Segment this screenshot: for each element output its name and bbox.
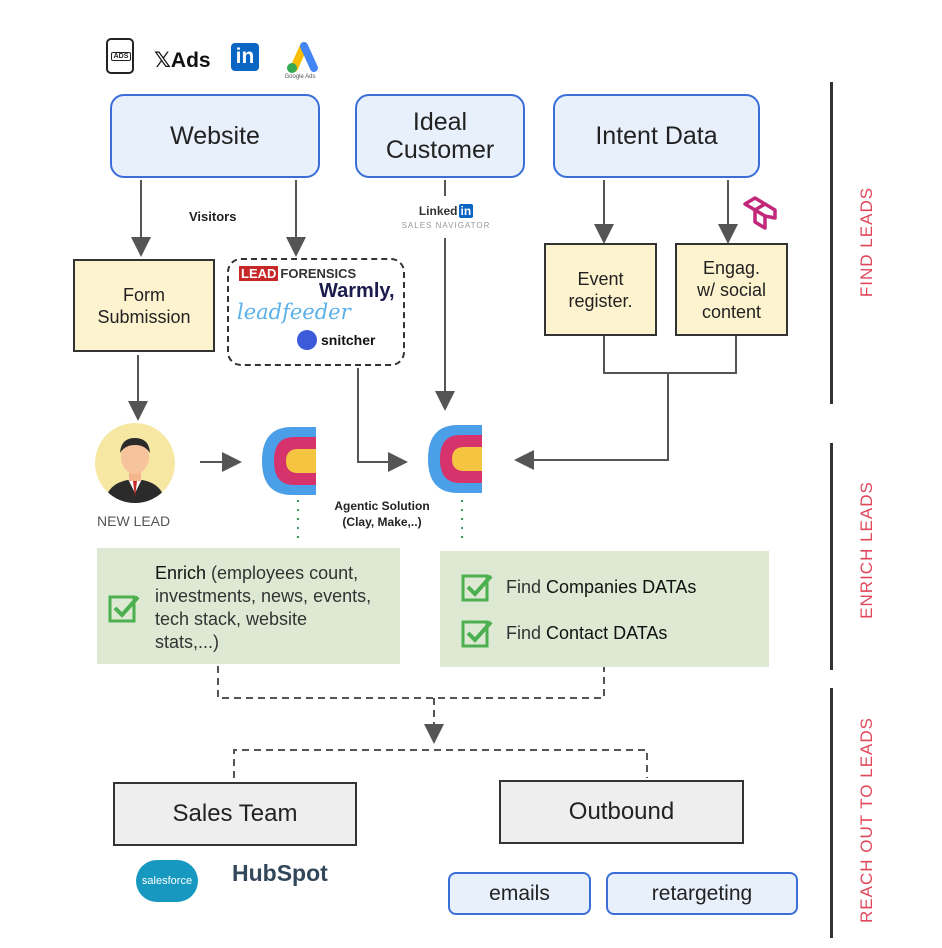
check-icon: [461, 620, 493, 648]
new-lead-label: NEW LEAD: [97, 513, 171, 529]
linkedin-logo-label: in: [235, 45, 255, 68]
linkedin-logo: in: [231, 43, 259, 71]
visitors-label: Visitors: [189, 209, 237, 224]
linkedin-nav-in: in: [458, 204, 474, 218]
find-data-box: Find Companies DATAs Find Contact DATAs: [440, 551, 769, 667]
linkedin-nav-subtitle: SALES NAVIGATOR: [401, 221, 491, 230]
find-prefix-1: Find: [506, 577, 547, 597]
form-submission-label-2: Submission: [97, 306, 191, 327]
enrich-text: Enrich (employees count, investments, ne…: [155, 562, 395, 654]
find-companies-text: Find Companies DATAs: [506, 577, 696, 598]
google-ads-icon: [287, 42, 318, 73]
snitcher-logo: snitcher: [297, 330, 375, 350]
x-ads-label: Ads: [170, 49, 211, 72]
lead-forensics-b: FORENSICS: [280, 266, 357, 281]
emails-label: emails: [489, 881, 550, 905]
find-contact-datas: Contact DATAs: [546, 623, 668, 643]
google-ads-label: Google Ads: [284, 74, 316, 80]
intent-data-box: Intent Data: [553, 94, 760, 178]
enrich-line-1: (employees count,: [206, 563, 359, 583]
intent-data-label: Intent Data: [595, 122, 718, 150]
snitcher-icon: [297, 330, 317, 350]
event-register-label-1: Event: [577, 268, 624, 289]
ads-icon-label: ADS: [111, 52, 131, 61]
outbound-box: Outbound: [499, 780, 744, 844]
sales-team-box: Sales Team: [113, 782, 357, 846]
social-tool-icon: [743, 196, 777, 230]
engag-social-box: Engag. w/ social content: [675, 243, 788, 336]
enrich-leads-label: ENRICH LEADS: [857, 481, 876, 619]
lead-forensics-a: LEAD: [239, 266, 279, 281]
engag-label-1: Engag.: [702, 257, 761, 278]
check-icon: [108, 595, 140, 623]
reach-out-bar: [830, 688, 833, 938]
sales-team-label: Sales Team: [172, 800, 298, 827]
enrich-leads-bar: [830, 443, 833, 670]
check-icon: [461, 574, 493, 602]
event-register-box: Event register.: [544, 243, 657, 336]
snitcher-label: snitcher: [321, 332, 376, 348]
enrich-word: Enrich: [155, 563, 207, 583]
retargeting-pill: retargeting: [606, 872, 798, 915]
find-prefix-2: Find: [506, 623, 547, 643]
ads-icon: ADS: [106, 38, 134, 74]
outbound-label: Outbound: [568, 798, 675, 825]
ideal-customer-label-2: Customer: [385, 136, 495, 164]
event-register-label-2: register.: [568, 290, 633, 311]
hubspot-logo: HubSpot: [232, 860, 328, 886]
find-companies-datas: Companies DATAs: [546, 577, 697, 597]
agentic-solution-label: Agentic Solution (Clay, Make,..): [318, 498, 446, 530]
emails-pill: emails: [448, 872, 591, 915]
linkedin-nav-text: Linked: [418, 204, 458, 218]
enrich-line-2: investments, news, events,: [155, 586, 372, 606]
salesforce-logo: salesforce: [136, 860, 198, 902]
warmly-logo: Warmly,: [319, 280, 395, 302]
ideal-customer-label-1: Ideal: [412, 108, 468, 136]
retargeting-label: retargeting: [651, 881, 753, 905]
person-icon: [105, 438, 165, 503]
agentic-label-1: Agentic Solution: [334, 499, 430, 513]
enrich-box: Enrich (employees count, investments, ne…: [97, 548, 400, 664]
agentic-label-2: (Clay, Make,..): [342, 515, 422, 529]
leadfeeder-logo: leadfeeder: [237, 300, 351, 324]
salesforce-label: salesforce: [141, 875, 193, 887]
avatar: [95, 423, 175, 503]
find-leads-label: FIND LEADS: [857, 186, 876, 298]
reach-out-label: REACH OUT TO LEADS: [857, 717, 876, 923]
enrich-line-3: tech stack, website: [155, 609, 308, 629]
form-submission-label-1: Form: [123, 284, 165, 305]
x-icon: 𝕏: [154, 48, 171, 72]
x-ads-logo: 𝕏Ads: [154, 48, 211, 73]
clay-logo-icon-1: [262, 427, 316, 495]
google-ads-logo: Google Ads: [280, 40, 320, 82]
find-contact-text: Find Contact DATAs: [506, 623, 667, 644]
find-leads-bar: [830, 82, 833, 404]
clay-logo-icon-2: [428, 425, 482, 493]
enrich-line-4: stats,...): [155, 632, 220, 652]
form-submission-box: Form Submission: [73, 259, 215, 352]
engag-label-3: content: [701, 301, 762, 322]
ideal-customer-box: Ideal Customer: [355, 94, 525, 178]
website-label: Website: [170, 122, 260, 150]
engag-label-2: w/ social: [696, 279, 767, 300]
website-box: Website: [110, 94, 320, 178]
